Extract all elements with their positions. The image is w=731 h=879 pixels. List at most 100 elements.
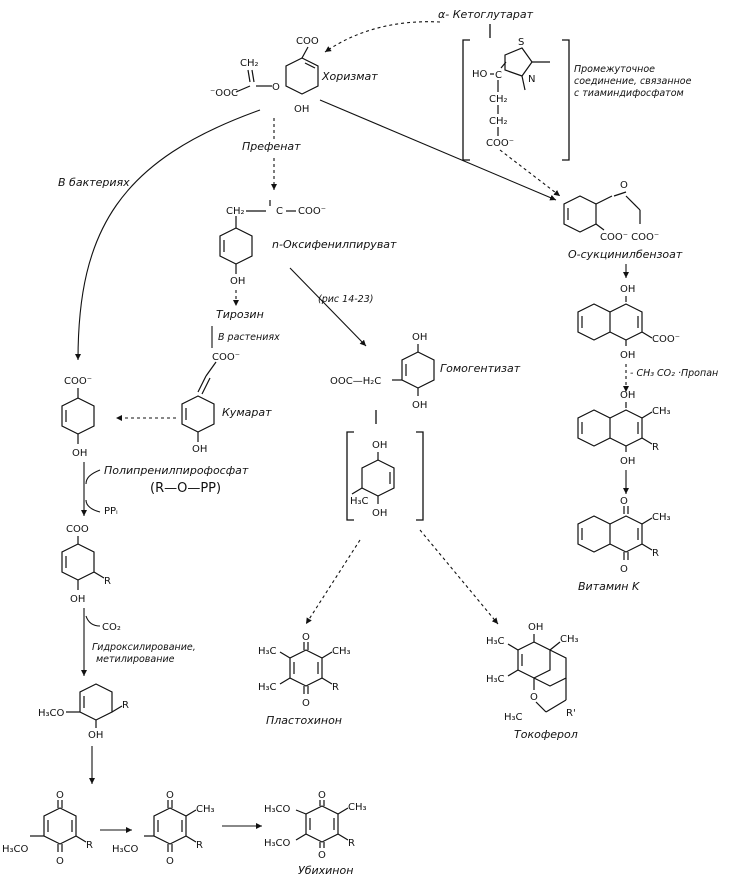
vitamin-k-ring-b [609, 515, 643, 553]
label-prephenate: Префенат [242, 140, 301, 153]
q2-r: R [196, 840, 203, 851]
bracket-left-hydroquinone [346, 431, 354, 521]
label-chorismate: Хоризмат [321, 70, 378, 83]
label-coumarate: Кумарат [222, 406, 272, 419]
hb-coo: COO⁻ [64, 376, 92, 387]
label-intermediate-3: с тиаминдифосфатом [574, 88, 684, 99]
chorismate-coo: COO [296, 36, 319, 47]
tocopherol-ring-a [517, 641, 551, 679]
arrow-intermediate-to-succinylbenzoate [499, 149, 561, 197]
atom-ch2-a: CH₂ [489, 94, 508, 105]
coumarate-ring [181, 395, 215, 433]
pq-h3c-bottom: H₃C [258, 682, 277, 693]
menaquinol-ring-a [577, 409, 611, 447]
hpp-ch2: CH₂ [226, 206, 245, 217]
hydroquinone-ring [361, 459, 395, 497]
label-ppi: PPᵢ [104, 506, 118, 517]
toco-r-prime: R' [566, 708, 576, 719]
ubiquinone-ring [305, 805, 339, 843]
arrow-ketoglutarate-to-chorismate [324, 21, 441, 53]
hg-ooc-h2c: OOC—H₂C [330, 376, 381, 387]
hpp-c: C [276, 206, 283, 217]
succinylbenzoate-ring [563, 195, 597, 233]
hg-oh-bottom: OH [412, 400, 427, 411]
methoxyphenol-r: R [122, 700, 129, 711]
label-hydroxylation-2: метилирование [96, 654, 175, 665]
quinone2-ring [153, 807, 187, 845]
hb-oh: OH [72, 448, 87, 459]
sb-o: O [620, 180, 628, 191]
prenyl-oh: OH [70, 594, 85, 605]
pq-o-top: O [302, 632, 310, 643]
thiazolium-ring [504, 47, 533, 77]
mq-ch3: CH₃ [652, 406, 671, 417]
chorismate-ring [285, 57, 319, 95]
nap-coo: COO⁻ [652, 334, 680, 345]
atom-ho: HO [472, 69, 488, 80]
hpp-ring [219, 227, 253, 265]
label-succinylbenzoate: О-сукцинилбензоат [568, 248, 683, 261]
hq-oh-top: OH [372, 440, 387, 451]
vk-r: R [652, 548, 659, 559]
arrow-to-plastoquinone [305, 539, 361, 625]
hq-oh-bottom: OH [372, 508, 387, 519]
coumarate-oh: OH [192, 444, 207, 455]
mq-r: R [652, 442, 659, 453]
coumarate-coo: COO⁻ [212, 352, 240, 363]
chorismate-ooc: ⁻OOC [210, 88, 238, 99]
ubq-h3co-bottom: H₃CO [264, 838, 291, 849]
mq-oh-bottom: OH [620, 456, 635, 467]
ubq-ch3: CH₃ [348, 802, 367, 813]
label-co2: CO₂ [102, 622, 121, 633]
prenyl-coo: COO [66, 524, 89, 535]
label-hydroxyphenylpyruvate: n-Оксифенилпируват [272, 238, 397, 251]
q2-o-bottom: O [166, 856, 174, 867]
label-tyrosine: Тирозин [216, 308, 264, 321]
pq-ch3: CH₃ [332, 646, 351, 657]
toco-h3c-mid: H₃C [486, 674, 505, 685]
q2-h3co: H₃CO [112, 844, 139, 855]
prenyl-ring [61, 543, 95, 581]
quinone1-ring [43, 807, 77, 845]
toco-h3c-top: H₃C [486, 636, 505, 647]
plastoquinone-ring [289, 649, 323, 687]
atom-c: C [495, 70, 502, 81]
label-vitamin-k: Витамин K [578, 580, 640, 593]
pq-o-bottom: O [302, 698, 310, 709]
ubq-o-bottom: O [318, 850, 326, 861]
q2-o-top: O [166, 790, 174, 801]
label-intermediate-2: соединение, связанное [574, 76, 692, 87]
prenyl-r: R [104, 576, 111, 587]
hydroxybenzoate-ring [61, 397, 95, 435]
arrow-chorismate-to-succinylbenzoate [319, 99, 557, 201]
q1-h3co: H₃CO [2, 844, 29, 855]
chorismate-o: O [272, 82, 280, 93]
chorismate-oh: OH [294, 104, 309, 115]
menaquinol-ring-b [609, 409, 643, 447]
vitamin-k-ring-a [577, 515, 611, 553]
hpp-oh: OH [230, 276, 245, 287]
atom-n: N [528, 74, 535, 85]
label-plastoquinone: Пластохинон [266, 714, 342, 727]
label-homogentisate: Гомогентизат [440, 362, 521, 375]
label-in-plants: В растениях [218, 332, 280, 343]
label-ketoglutarate: α- Кетоглутарат [438, 8, 534, 21]
q1-o-bottom: O [56, 856, 64, 867]
q1-o-top: O [56, 790, 64, 801]
label-in-bacteria: В бактериях [58, 176, 130, 189]
label-fig-ref: (рис 14-23) [318, 294, 373, 305]
toco-oh: OH [528, 622, 543, 633]
toco-ch3: CH₃ [560, 634, 579, 645]
ubq-r: R [348, 838, 355, 849]
bracket-left-intermediate [462, 39, 470, 161]
label-hydroxylation-1: Гидроксилирование, [92, 642, 196, 653]
ubq-h3co-top: H₃CO [264, 804, 291, 815]
methoxyphenol-ring [79, 683, 113, 721]
naphthoate-ring-b [609, 303, 643, 341]
bracket-right-intermediate [562, 39, 570, 161]
label-ubiquinone: Убихинон [298, 864, 353, 877]
label-decarb: - CH₃ CO₂ ·Пропан [630, 368, 718, 379]
vk-o-bottom: O [620, 564, 628, 575]
arrow-to-tocopherol [419, 529, 499, 625]
toco-o: O [530, 692, 538, 703]
